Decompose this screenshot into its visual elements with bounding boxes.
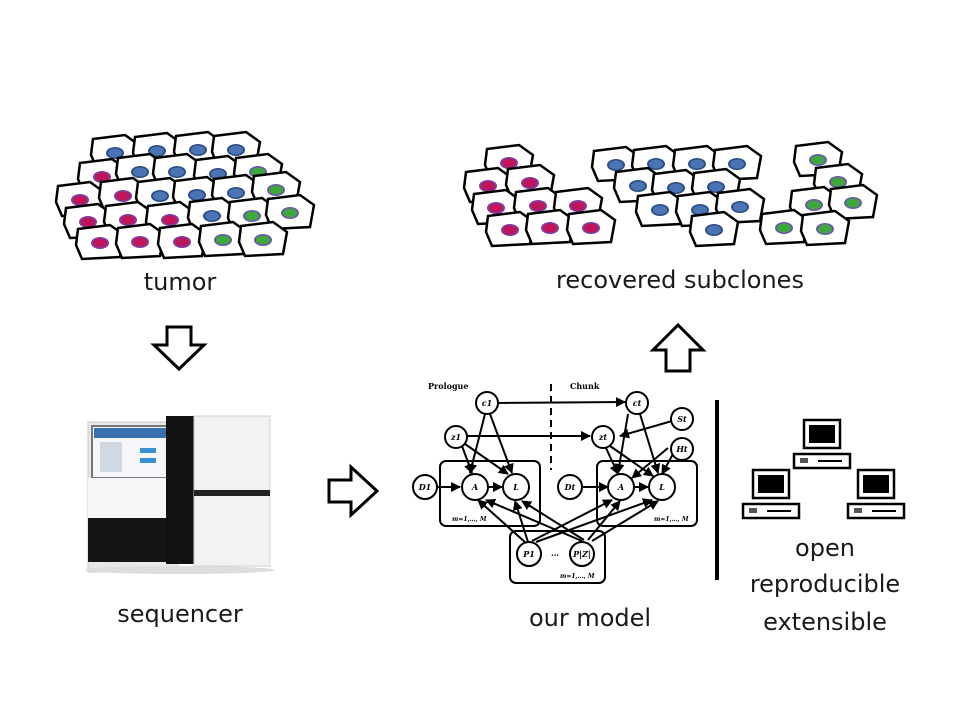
plate-right (596, 460, 698, 527)
sequencer-label: sequencer (117, 600, 243, 628)
node-ct: ct (633, 398, 642, 408)
chunk-label: Chunk (570, 381, 600, 391)
plate-right-label: m=1,…, M (654, 516, 689, 523)
reproducible-label: reproducible (749, 570, 901, 598)
computer-icon (741, 468, 801, 520)
sequencer-machine-icon (85, 415, 275, 574)
extensible-label: extensible (763, 608, 887, 636)
plate-left-label: m=1,…, M (452, 516, 487, 523)
arrow-up-icon (649, 322, 707, 373)
recovered-subclones-label: recovered subclones (556, 266, 804, 294)
node-ht: Ht (675, 444, 688, 454)
tumor-cell-cluster (54, 130, 316, 261)
computer-network-icon (741, 418, 906, 520)
subclone-green-cluster (758, 140, 879, 247)
node-dt: Dt (564, 482, 576, 492)
node-c1: c1 (482, 398, 492, 408)
node-pz: P|Z| (572, 549, 591, 559)
graphical-model-diagram: Prologue Chunk m=1,…, M m=1,…, M m=1,…, … (412, 381, 698, 584)
node-d1: D1 (418, 482, 432, 492)
node-at: A (617, 482, 624, 492)
our-model-label: our model (528, 604, 652, 632)
subclone-blue-cluster (590, 144, 766, 248)
node-lt: L (658, 482, 665, 492)
computer-icon (792, 418, 852, 470)
plate-bottom-label: m=1,…, M (560, 573, 595, 580)
node-st: St (677, 414, 687, 424)
computer-icon (846, 468, 906, 520)
node-l1: L (512, 482, 519, 492)
open-label: open (795, 534, 855, 562)
node-z1: z1 (450, 432, 461, 442)
arrow-right-icon (327, 463, 380, 519)
node-zt: zt (598, 432, 608, 442)
prologue-label: Prologue (428, 381, 468, 391)
tumor-label: tumor (143, 268, 217, 296)
arrow-down-icon (150, 325, 208, 372)
node-a1: A (471, 482, 478, 492)
node-p1: P1 (522, 549, 535, 559)
node-ellipsis: … (551, 548, 559, 558)
